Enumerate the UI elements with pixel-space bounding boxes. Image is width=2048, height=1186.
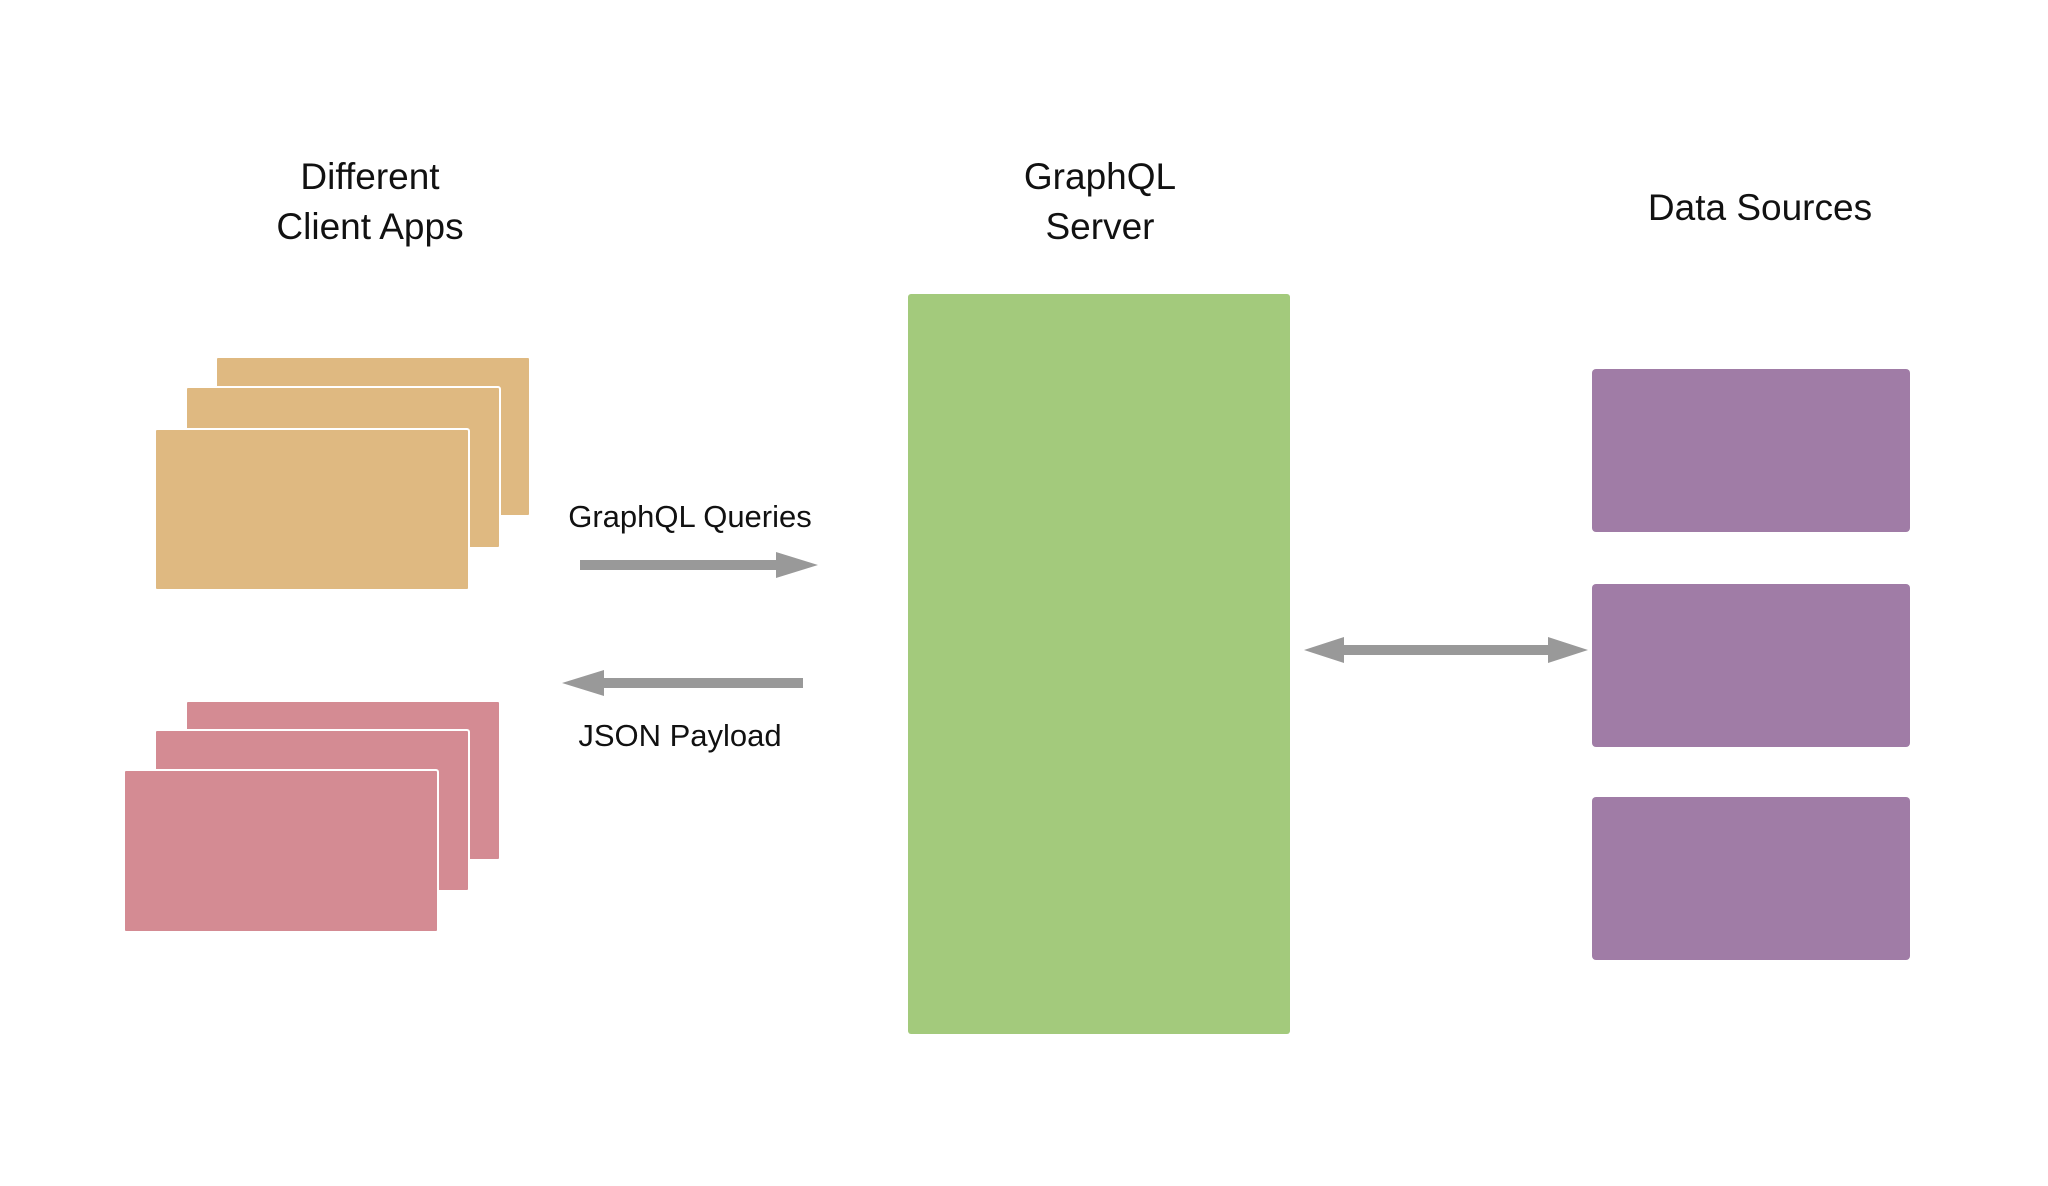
data-source-box — [1592, 797, 1910, 960]
sources-heading-text: Data Sources — [1647, 187, 1873, 228]
request-arrow — [580, 552, 818, 578]
response-arrow-label: JSON Payload — [578, 718, 782, 753]
client-app-card — [154, 428, 470, 591]
data-source-box — [1592, 369, 1910, 532]
graphql-server-box — [908, 294, 1290, 1034]
response-arrow — [562, 670, 803, 696]
client-app-card — [123, 769, 439, 933]
sources-heading: Data Sources — [1600, 183, 1920, 233]
server-heading-line2: Server — [1045, 206, 1155, 247]
data-source-box — [1592, 584, 1910, 747]
request-arrow-label: GraphQL Queries — [568, 499, 812, 534]
server-heading: GraphQL Server — [960, 152, 1240, 252]
clients-heading: Different Client Apps — [230, 152, 510, 252]
server-sources-arrow — [1304, 637, 1588, 663]
clients-heading-line2: Client Apps — [276, 206, 464, 247]
server-heading-line1: GraphQL — [1023, 156, 1177, 197]
clients-heading-line1: Different — [300, 156, 440, 197]
